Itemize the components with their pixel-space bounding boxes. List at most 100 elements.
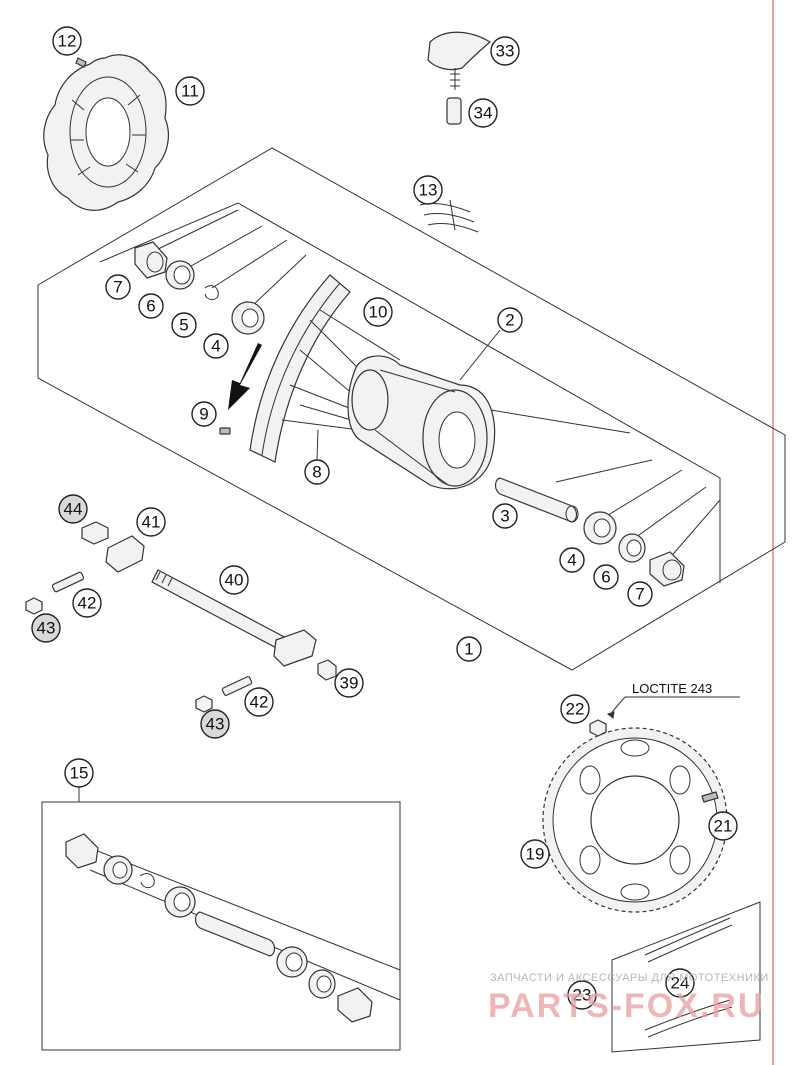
svg-text:39: 39 <box>340 674 359 693</box>
svg-text:15: 15 <box>70 764 89 783</box>
callout-42-lower: 42 <box>244 687 274 717</box>
spoke-nipple <box>219 427 231 435</box>
adjuster-screw-upper <box>51 571 85 593</box>
svg-text:5: 5 <box>179 316 188 335</box>
callout-7-left: 7 <box>105 274 131 300</box>
callout-3: 3 <box>492 503 518 529</box>
brake-disc <box>43 54 169 211</box>
svg-text:2: 2 <box>505 311 514 330</box>
svg-text:21: 21 <box>714 817 733 836</box>
spacer-right <box>649 551 685 587</box>
callout-6-right: 6 <box>593 564 619 590</box>
spokes-bundle <box>419 199 479 233</box>
axle-plug <box>317 659 337 681</box>
callout-4-left: 4 <box>203 333 229 359</box>
spacer-left <box>134 241 168 279</box>
lock-nut-upper <box>25 597 43 615</box>
lock-nut-lower <box>195 695 213 713</box>
seal-ring-right <box>618 533 646 563</box>
svg-text:24: 24 <box>671 974 690 993</box>
svg-text:4: 4 <box>211 337 220 356</box>
svg-text:41: 41 <box>142 513 161 532</box>
watermark-brand: PARTS-FOX.RU <box>488 987 764 1025</box>
callout-2: 2 <box>497 307 523 333</box>
loctite-label: LOCTITE 243 <box>632 681 712 696</box>
callout-19: 19 <box>520 839 550 869</box>
watermark-tagline: ЗАПЧАСТИ И АКСЕССУАРЫ ДЛЯ МОТОТЕХНИКИ <box>490 972 769 984</box>
bearing-kit-box <box>41 787 401 1051</box>
callout-15: 15 <box>64 758 94 788</box>
disc-bolt <box>75 57 87 68</box>
svg-text:42: 42 <box>78 594 97 613</box>
callout-9: 9 <box>191 401 217 427</box>
callout-1: 1 <box>456 636 482 662</box>
svg-text:3: 3 <box>500 507 509 526</box>
svg-text:44: 44 <box>64 500 83 519</box>
svg-text:42: 42 <box>250 693 269 712</box>
callout-5: 5 <box>171 312 197 338</box>
spacer-tube <box>494 477 579 523</box>
adjuster-screw-lower <box>221 676 253 696</box>
callout-22: 22 <box>560 694 590 724</box>
callout-43-upper: 43 <box>31 613 61 643</box>
callout-43-lower: 43 <box>200 709 230 739</box>
svg-text:12: 12 <box>58 32 77 51</box>
callout-34: 34 <box>468 98 498 128</box>
svg-text:9: 9 <box>199 405 208 424</box>
callout-39: 39 <box>334 668 364 698</box>
svg-text:33: 33 <box>496 42 515 61</box>
svg-text:11: 11 <box>181 82 199 101</box>
svg-text:1: 1 <box>464 640 473 659</box>
callout-24: 24 <box>665 968 695 998</box>
wheel-rim <box>249 274 351 463</box>
svg-text:4: 4 <box>567 551 576 570</box>
assembly-frame <box>37 147 786 671</box>
callout-11: 11 <box>175 76 205 106</box>
seal-ring-left <box>165 260 195 290</box>
callout-4-right: 4 <box>559 547 585 573</box>
svg-text:43: 43 <box>206 715 225 734</box>
callout-42-upper: 42 <box>72 588 102 618</box>
chain-kit-box <box>611 901 761 1053</box>
svg-text:23: 23 <box>573 986 592 1005</box>
svg-text:8: 8 <box>312 463 321 482</box>
sprocket-bolt <box>701 791 719 803</box>
svg-text:7: 7 <box>635 585 644 604</box>
svg-text:19: 19 <box>526 845 545 864</box>
rear-sprocket <box>542 727 728 913</box>
axle-nut <box>81 521 109 545</box>
circlip-left <box>204 285 219 301</box>
wheel-hub <box>347 355 496 490</box>
cap-part <box>427 31 492 90</box>
wheel-axle <box>151 569 317 667</box>
callout-21: 21 <box>708 811 738 841</box>
spacer-sleeve <box>446 97 462 125</box>
callout-13: 13 <box>413 175 443 205</box>
svg-text:6: 6 <box>601 568 610 587</box>
bearing-left <box>231 301 265 335</box>
chain-adjuster <box>105 535 145 573</box>
svg-text:40: 40 <box>225 571 244 590</box>
leader-lines-upper <box>151 209 721 561</box>
callout-23: 23 <box>567 980 597 1010</box>
assembly-inner-frame <box>99 202 721 583</box>
sprocket-nut <box>589 719 607 737</box>
svg-text:7: 7 <box>113 278 122 297</box>
svg-text:43: 43 <box>37 619 56 638</box>
callout-41: 41 <box>136 507 166 537</box>
svg-text:10: 10 <box>369 303 388 322</box>
callout-7-right: 7 <box>627 581 653 607</box>
loctite-pointer <box>606 696 740 719</box>
svg-text:34: 34 <box>474 104 493 123</box>
callout-33: 33 <box>490 36 520 66</box>
callout-44: 44 <box>58 494 88 524</box>
bearing-right <box>583 511 617 545</box>
direction-arrow <box>228 343 262 410</box>
svg-text:13: 13 <box>419 181 438 200</box>
svg-text:6: 6 <box>146 297 155 316</box>
callout-12: 12 <box>52 26 82 56</box>
callout-40: 40 <box>219 565 249 595</box>
callout-8: 8 <box>304 459 330 485</box>
callout-10: 10 <box>363 297 393 327</box>
